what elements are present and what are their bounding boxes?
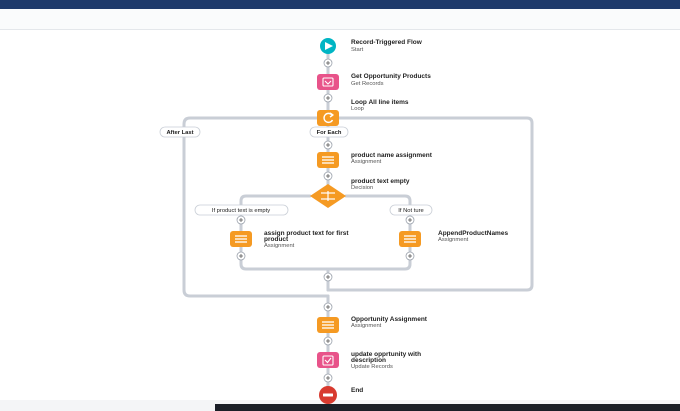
svg-text:Get Records: Get Records — [351, 81, 384, 87]
svg-text:update opprtunity with: update opprtunity with — [351, 351, 421, 358]
svg-text:product name assignment: product name assignment — [351, 152, 433, 159]
flow-canvas — [0, 30, 680, 400]
svg-text:Loop: Loop — [351, 106, 364, 112]
svg-text:For Each: For Each — [317, 130, 342, 136]
add-element-button[interactable] — [323, 171, 333, 181]
assign-first-product-node[interactable]: assign product text for first product As… — [230, 230, 349, 249]
add-element-button[interactable] — [236, 251, 246, 261]
add-element-button[interactable] — [405, 251, 415, 261]
get-records-node[interactable]: Get Opportunity Products Get Records — [317, 73, 431, 90]
add-element-button[interactable] — [323, 302, 333, 312]
add-element-button[interactable] — [323, 58, 333, 68]
svg-text:Opportunity Assignment: Opportunity Assignment — [351, 316, 428, 323]
end-node[interactable]: End — [319, 386, 363, 404]
svg-text:If product text is empty: If product text is empty — [212, 208, 270, 214]
assignment-icon — [322, 321, 334, 329]
add-element-button[interactable] — [323, 272, 333, 282]
svg-text:description: description — [351, 357, 386, 364]
svg-text:Assignment: Assignment — [264, 243, 295, 249]
stop-icon — [323, 393, 333, 397]
add-element-button[interactable] — [236, 215, 246, 225]
assignment-icon — [322, 156, 334, 164]
svg-text:Start: Start — [351, 47, 364, 53]
branch-right-pill: If Not ture — [389, 204, 433, 216]
top-bar — [0, 0, 680, 9]
get-records-icon — [322, 77, 334, 87]
svg-text:product text empty: product text empty — [351, 178, 410, 185]
connector-after-last — [182, 116, 330, 298]
assignment-icon — [404, 235, 416, 243]
svg-text:If Not ture: If Not ture — [398, 208, 423, 214]
svg-text:AppendProductNames: AppendProductNames — [438, 230, 508, 237]
branch-left-pill: If product text is empty — [194, 204, 289, 216]
svg-text:Update Records: Update Records — [351, 364, 393, 370]
svg-text:After Last: After Last — [166, 130, 193, 136]
product-name-assignment-node[interactable]: product name assignment Assignment — [317, 152, 433, 168]
add-buttons — [236, 58, 415, 383]
add-element-button[interactable] — [323, 336, 333, 346]
toolbar-strip — [0, 9, 680, 30]
connectors — [182, 44, 534, 394]
svg-text:Assignment: Assignment — [351, 159, 382, 165]
add-element-button[interactable] — [405, 215, 415, 225]
svg-text:Get Opportunity Products: Get Opportunity Products — [351, 73, 431, 80]
svg-text:Decision: Decision — [351, 185, 373, 191]
decision-node[interactable]: product text empty Decision — [310, 178, 410, 208]
for-each-pill: For Each — [309, 126, 349, 138]
update-records-node[interactable]: update opprtunity with description Updat… — [317, 351, 421, 370]
decision-icon — [321, 191, 335, 201]
svg-text:Record-Triggered Flow: Record-Triggered Flow — [351, 39, 423, 46]
loop-node[interactable]: Loop All line items Loop — [317, 99, 409, 126]
svg-text:End: End — [351, 387, 363, 394]
loop-icon — [323, 112, 334, 124]
svg-text:Assignment: Assignment — [438, 237, 469, 243]
bottom-dark-strip — [215, 404, 680, 411]
after-last-pill: After Last — [159, 126, 201, 138]
opportunity-assignment-node[interactable]: Opportunity Assignment Assignment — [317, 316, 428, 333]
svg-text:assign product text for first: assign product text for first — [264, 230, 349, 237]
connector-loop-back — [326, 116, 534, 292]
svg-text:Loop All line items: Loop All line items — [351, 99, 409, 106]
play-icon — [325, 42, 333, 50]
append-product-names-node[interactable]: AppendProductNames Assignment — [399, 230, 508, 247]
add-element-button[interactable] — [323, 93, 333, 103]
update-records-icon — [322, 355, 334, 366]
add-element-button[interactable] — [323, 373, 333, 383]
start-node[interactable]: Record-Triggered Flow Start — [320, 38, 423, 54]
add-element-button[interactable] — [323, 140, 333, 150]
assignment-icon — [235, 235, 247, 243]
svg-text:Assignment: Assignment — [351, 323, 382, 329]
svg-text:product: product — [264, 236, 289, 243]
